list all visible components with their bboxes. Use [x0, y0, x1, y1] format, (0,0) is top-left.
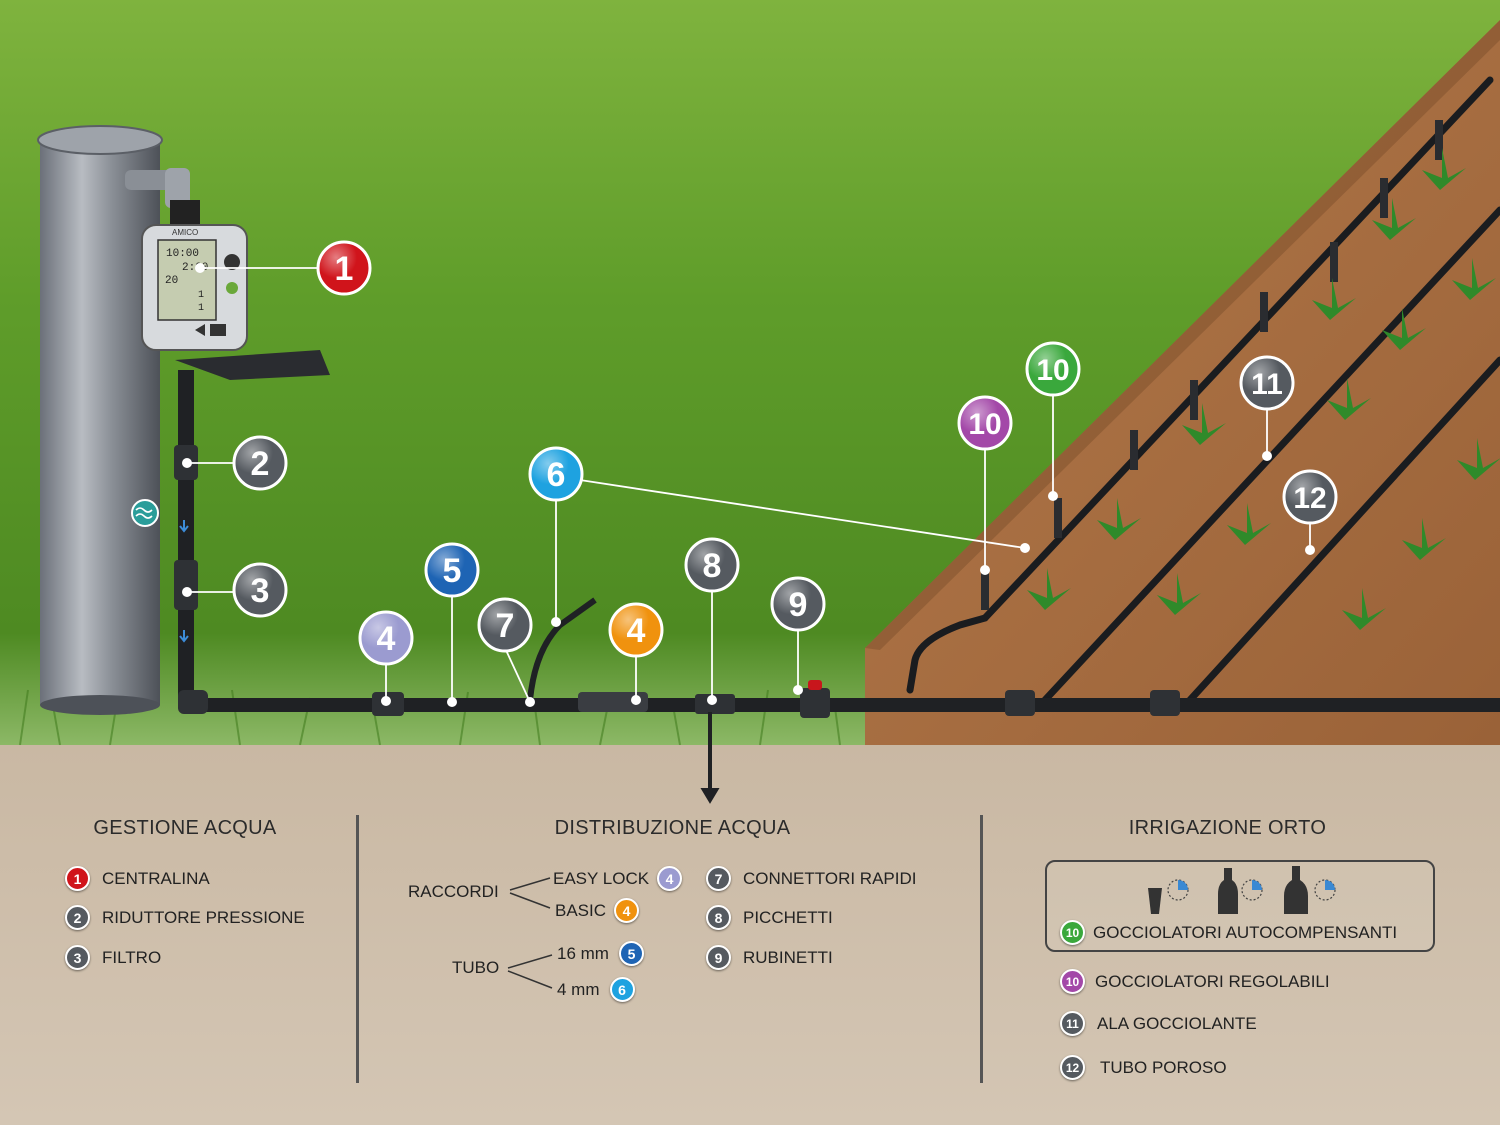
- label-riduttore: RIDUTTORE PRESSIONE: [102, 907, 305, 927]
- legend-item-poroso: 12 TUBO POROSO: [1060, 1055, 1227, 1080]
- badge-2: 2: [65, 905, 90, 930]
- drip-lines: [906, 76, 1500, 704]
- legend-title-distribuzione: DISTRIBUZIONE ACQUA: [554, 817, 791, 839]
- callout-2: 2: [232, 435, 288, 491]
- callout-9: 9: [770, 576, 826, 632]
- legend-item-basic: BASIC 4: [555, 898, 640, 923]
- legend-item-riduttore: 2 RIDUTTORE PRESSIONE: [65, 905, 305, 930]
- callout-5: 5: [424, 542, 480, 598]
- separator-left: [356, 815, 359, 1083]
- callout-11: 11: [1239, 355, 1295, 411]
- callout-4-lilac: 4: [358, 610, 414, 666]
- callout-leaders: [187, 267, 1311, 703]
- main-pipe: [174, 370, 1500, 804]
- legend-item-easy-lock: EASY LOCK 4: [553, 866, 683, 891]
- svg-text:4: 4: [627, 612, 646, 650]
- badge-11: 11: [1060, 1011, 1085, 1036]
- label-filtro: FILTRO: [102, 947, 162, 967]
- separator-right: [980, 815, 983, 1083]
- badge-1: 1: [65, 866, 90, 891]
- timer-line3: 20: [165, 275, 178, 287]
- svg-text:11: 11: [1251, 368, 1283, 401]
- label-centralina: CENTRALINA: [102, 868, 210, 888]
- svg-text:4: 4: [377, 620, 396, 658]
- legend-item-ala: 11 ALA GOCCIOLANTE: [1060, 1011, 1257, 1036]
- callout-12: 12: [1282, 469, 1338, 525]
- soil-panel: [0, 745, 1500, 1125]
- label-poroso: TUBO POROSO: [1100, 1057, 1227, 1077]
- legend-item-filtro: 3 FILTRO: [65, 945, 161, 970]
- badge-5: 5: [618, 941, 644, 966]
- callout-8: 8: [684, 537, 740, 593]
- seedlings: [1027, 148, 1500, 630]
- label-raccordi: RACCORDI: [408, 882, 499, 901]
- callout-10-green: 10: [1025, 341, 1081, 397]
- badge-4-orange: 4: [614, 898, 640, 923]
- svg-text:8: 8: [703, 547, 722, 585]
- label-rubinetti: RUBINETTI: [743, 947, 833, 967]
- timer-unit: AMICO 10:00 2:00 20 1 1: [141, 224, 248, 351]
- badge-3: 3: [65, 945, 90, 970]
- svg-text:2: 2: [251, 445, 270, 483]
- legend-title-gestione: GESTIONE ACQUA: [93, 817, 277, 839]
- badge-8: 8: [706, 905, 731, 930]
- svg-text:1: 1: [335, 250, 354, 288]
- water-column: [40, 140, 160, 705]
- svg-text:3: 3: [251, 572, 270, 610]
- timer-line1: 10:00: [166, 248, 199, 260]
- badge-10-purple: 10: [1060, 969, 1085, 994]
- legend-item-16mm: 16 mm 5: [557, 941, 644, 966]
- legend-item-rubinetti: 9 RUBINETTI: [706, 945, 833, 970]
- timer-line5: 1: [198, 303, 204, 314]
- callout-4-orange: 4: [608, 602, 664, 658]
- label-autocompensanti: GOCCIOLATORI AUTOCOMPENSANTI: [1093, 922, 1398, 942]
- leader-dots: [182, 263, 1315, 707]
- timer-brand: AMICO: [172, 228, 198, 237]
- callout-1: 1: [316, 240, 372, 296]
- legend-item-picchetti: 8 PICCHETTI: [706, 905, 833, 930]
- legend-title-irrigazione: IRRIGAZIONE ORTO: [1128, 817, 1327, 839]
- label-4mm: 4 mm: [557, 979, 600, 999]
- badge-6: 6: [609, 977, 635, 1002]
- legend-item-4mm: 4 mm 6: [557, 977, 635, 1002]
- svg-text:9: 9: [789, 586, 808, 624]
- badge-10-green: 10: [1060, 920, 1085, 945]
- label-basic: BASIC: [555, 900, 607, 920]
- label-connettori: CONNETTORI RAPIDI: [743, 868, 917, 888]
- svg-text:10: 10: [968, 408, 1001, 441]
- autocompensanti-box: [1045, 860, 1435, 952]
- drippers: [981, 120, 1443, 610]
- tray: [175, 350, 330, 380]
- label-ala: ALA GOCCIOLANTE: [1097, 1013, 1257, 1033]
- callout-6: 6: [528, 446, 584, 502]
- callout-10-purple: 10: [957, 395, 1013, 451]
- label-regolabili: GOCCIOLATORI REGOLABILI: [1095, 971, 1330, 991]
- svg-text:6: 6: [547, 456, 566, 494]
- badge-7: 7: [706, 866, 731, 891]
- legend-brackets: [507, 877, 553, 989]
- legend-item-regolabili: 10 GOCCIOLATORI REGOLABILI: [1060, 969, 1330, 994]
- water-flow-icon: [131, 499, 159, 527]
- label-tubo: TUBO: [452, 958, 500, 977]
- svg-text:5: 5: [443, 552, 462, 590]
- legend-item-centralina: 1 CENTRALINA: [65, 866, 210, 891]
- dripper-flow-icons: [1148, 866, 1336, 914]
- label-easy-lock: EASY LOCK: [553, 868, 650, 888]
- label-16mm: 16 mm: [557, 943, 609, 963]
- badge-4-lilac: 4: [657, 866, 683, 891]
- callout-3: 3: [232, 562, 288, 618]
- badge-12: 12: [1060, 1055, 1085, 1080]
- badge-9: 9: [706, 945, 731, 970]
- svg-text:10: 10: [1036, 354, 1069, 387]
- label-picchetti: PICCHETTI: [743, 907, 833, 927]
- timer-line4: 1: [198, 290, 204, 301]
- raised-bed: [865, 20, 1500, 745]
- legend-item-connettori: 7 CONNETTORI RAPIDI: [706, 866, 916, 891]
- legend-item-autocompensanti: 10 GOCCIOLATORI AUTOCOMPENSANTI: [1060, 920, 1397, 945]
- callout-7: 7: [477, 597, 533, 653]
- svg-text:12: 12: [1293, 482, 1326, 515]
- svg-text:7: 7: [496, 607, 515, 645]
